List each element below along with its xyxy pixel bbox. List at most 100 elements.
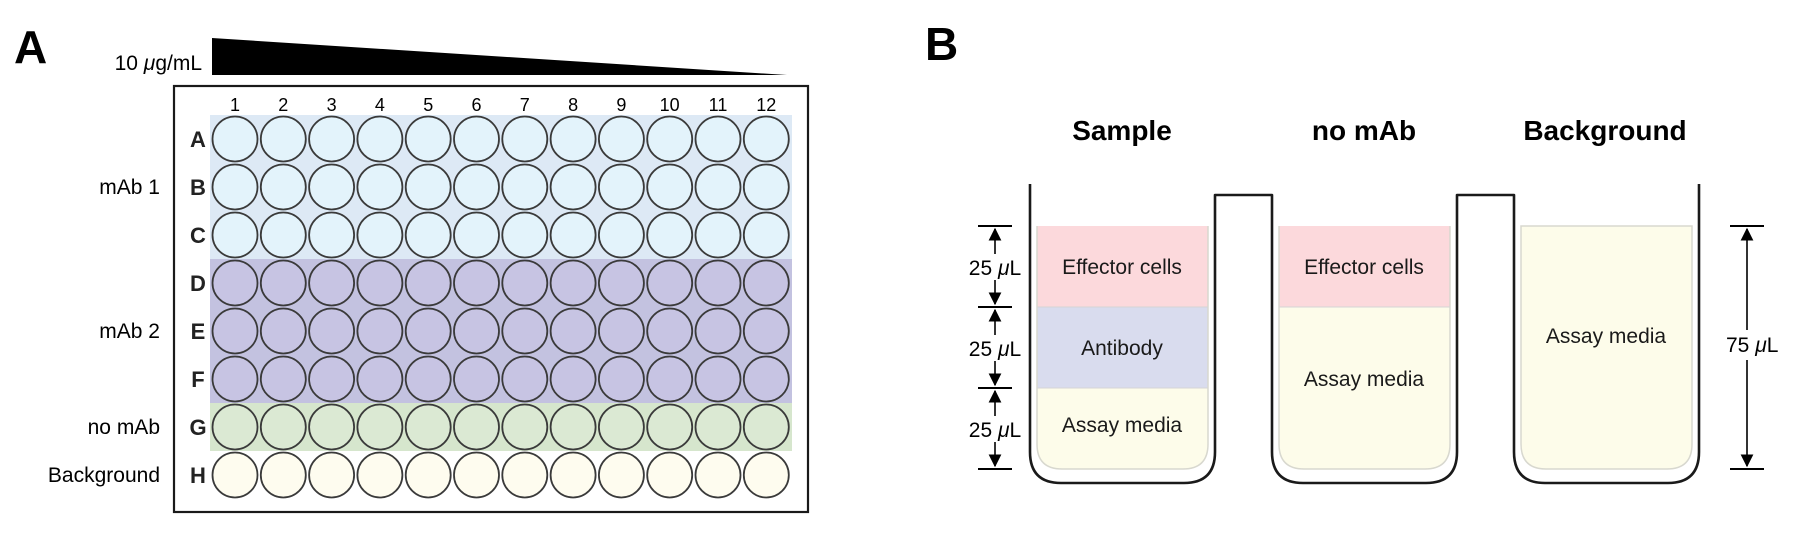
plate-well [549,403,597,451]
plate-well [211,259,259,307]
plate-well [646,163,694,211]
plate-well [598,307,645,355]
plate-well [356,403,404,451]
plate-well [453,403,500,451]
layer-assay-media [1279,307,1450,469]
plate-well [259,115,307,163]
plate-well [453,259,500,307]
volume-label: 25 μL [969,419,1021,442]
row-label: G [189,415,206,440]
left-volume-scale: 25 μL 25 μL 25 μL [962,225,1028,470]
plate-well [742,307,790,355]
row-label: F [191,367,204,392]
plate-well [549,355,597,403]
plate-well [598,259,645,307]
plate-well [694,163,742,211]
layer-label-assay-media: Assay media [1062,414,1183,437]
plate-well [259,163,307,211]
plate-well [259,211,307,259]
plate-well [549,307,597,355]
plate-well [646,355,694,403]
plate-well [308,163,356,211]
plate-well [404,355,452,403]
plate-well [694,307,742,355]
plate-well [742,355,790,403]
plate-well [308,115,356,163]
plate-well [598,355,645,403]
plate-well [549,211,597,259]
well-title-no-mab: no mAb [1312,115,1416,146]
plate-well [501,115,549,163]
plate-well [404,163,452,211]
plate-well [211,115,259,163]
column-label: 4 [375,95,385,115]
row-label: D [190,271,206,296]
plate-well [356,259,404,307]
plate-well [598,451,645,499]
column-label: 3 [327,95,337,115]
layer-assay-media [1037,388,1208,469]
plate-well [308,403,356,451]
plate-well [742,163,790,211]
row-label: C [190,223,206,248]
plate-well [742,115,790,163]
plate-well [598,115,645,163]
panel-a-label: A [14,21,47,73]
plate-well [453,211,500,259]
layer-label-antibody: Antibody [1081,337,1163,360]
row-group-label: mAb 2 [99,320,160,343]
plate-well [598,403,645,451]
plate-well [404,211,452,259]
plate-well [694,211,742,259]
layer-label-assay-media: Assay media [1304,368,1425,391]
row-label: A [190,127,206,152]
plate-well [646,211,694,259]
column-label: 9 [616,95,626,115]
layer-assay-media [1520,225,1693,470]
plate-well [694,355,742,403]
plate-well [259,403,307,451]
plate-well [308,355,356,403]
plate-well [259,451,307,499]
layer-effector-cells [1279,226,1450,307]
concentration-gradient-wedge [212,38,787,75]
plate-well [259,259,307,307]
plate-well [549,115,597,163]
layer-label-assay-media: Assay media [1546,325,1667,348]
row-label: B [190,175,206,200]
plate-well [694,403,742,451]
plate-well [453,115,500,163]
plate-well [308,307,356,355]
plate-well [501,355,549,403]
layer-label-effector-cells: Effector cells [1062,256,1182,279]
plate-well [742,211,790,259]
panel-b-label: B [925,18,958,70]
plate-well [694,115,742,163]
column-label: 6 [471,95,481,115]
plate-well [404,451,452,499]
plate-well [742,259,790,307]
column-label: 10 [660,95,680,115]
row-group-label: mAb 1 [99,176,160,199]
column-label: 2 [278,95,288,115]
plate-well [453,163,500,211]
plate-well [646,307,694,355]
plate-well [742,403,790,451]
plate-well [356,355,404,403]
plate-wells [211,115,790,499]
plate-well [356,211,404,259]
plate-well [211,355,259,403]
row-group-label: no mAb [88,416,160,439]
plate-well [453,451,500,499]
plate-well [404,115,452,163]
well-strip-outline [1028,184,1701,485]
label-backing [962,254,1028,280]
plate-well [211,307,259,355]
plate-well [211,403,259,451]
plate-well [694,259,742,307]
plate-well [646,451,694,499]
plate-well [501,259,549,307]
